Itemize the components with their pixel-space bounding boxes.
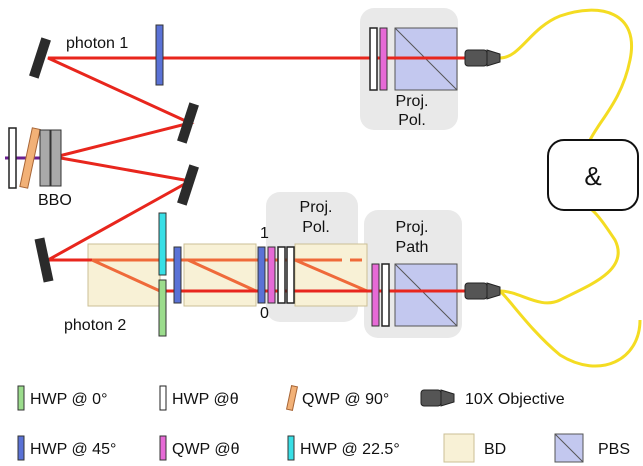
hwp-theta-bottom (381, 263, 390, 327)
proj-path-line1: Proj. (396, 219, 429, 236)
hwp-theta-top (369, 27, 378, 91)
photon2-beam (42, 155, 195, 262)
mirror-4 (34, 237, 54, 283)
proj-path-line2: Path (396, 239, 429, 256)
bbo-label: BBO (38, 192, 72, 209)
hwp-theta-mid (277, 246, 286, 304)
svg-text:BD: BD (484, 441, 506, 458)
svg-text:HWP @ 0°: HWP @ 0° (30, 391, 107, 408)
legend-bd: BD (443, 433, 506, 463)
path-label-0: 0 (260, 305, 269, 322)
objective-top (464, 49, 501, 67)
svg-text:HWP @ 22.5°: HWP @ 22.5° (300, 441, 400, 458)
proj-pol-top-line2: Pol. (398, 112, 426, 129)
pbs-bottom (394, 263, 458, 327)
objective-bottom (464, 282, 501, 300)
path-label-1: 1 (260, 225, 269, 242)
bbo-crystal-1 (39, 129, 51, 187)
hwp45-photon1 (155, 24, 164, 86)
qwp-theta-bottom (371, 263, 380, 327)
legend-qwp90: QWP @ 90° (285, 385, 389, 411)
fiber-top (499, 8, 633, 141)
svg-text:HWP @ 45°: HWP @ 45° (30, 441, 116, 458)
bbo-hwp (8, 127, 17, 189)
photon2-beam-path0 (91, 258, 161, 293)
proj-pol-top-line1: Proj. (396, 93, 429, 110)
bbo-crystal-2 (50, 129, 62, 187)
photon2-label: photon 2 (64, 317, 126, 334)
mirror-1 (29, 37, 51, 79)
legend-objective: 10X Objective (420, 389, 565, 408)
qwp-theta-mid (267, 246, 276, 304)
fiber-bottom-loop (498, 289, 642, 368)
hwp45-path-proj (257, 246, 266, 304)
proj-pol-bottom-line2: Pol. (302, 219, 330, 236)
legend-qwp-theta: QWP @θ (159, 435, 240, 461)
photon1-beam (47, 56, 465, 159)
coincidence-symbol: & (584, 161, 601, 191)
fiber-bottom (499, 208, 620, 305)
svg-text:PBS: PBS (598, 441, 630, 458)
photon2-bd3-diag (294, 258, 368, 293)
legend-hwp45: HWP @ 45° (17, 435, 116, 461)
svg-text:10X Objective: 10X Objective (465, 391, 565, 408)
hwp0-photon2 (158, 279, 167, 337)
qwp-theta-top (379, 27, 388, 91)
legend-hwp225: HWP @ 22.5° (287, 435, 400, 461)
photon1-label: photon 1 (66, 35, 128, 52)
hwp-theta-mid2 (286, 246, 295, 304)
photon2-bd2-diag (187, 258, 257, 293)
coincidence-box (547, 139, 639, 211)
svg-text:HWP @θ: HWP @θ (172, 391, 239, 408)
hwp45-photon2 (173, 246, 182, 304)
legend-hwp-theta: HWP @θ (159, 385, 239, 411)
proj-pol-bottom-line1: Proj. (300, 199, 333, 216)
svg-text:QWP @θ: QWP @θ (172, 441, 240, 458)
legend-pbs: PBS (554, 433, 630, 463)
mirror-2 (177, 102, 199, 144)
bbo-qwp90 (19, 127, 41, 189)
hwp225-photon2 (158, 212, 167, 276)
mirror-3 (177, 164, 199, 206)
svg-text:QWP @ 90°: QWP @ 90° (302, 391, 389, 408)
legend-hwp0: HWP @ 0° (17, 385, 107, 411)
